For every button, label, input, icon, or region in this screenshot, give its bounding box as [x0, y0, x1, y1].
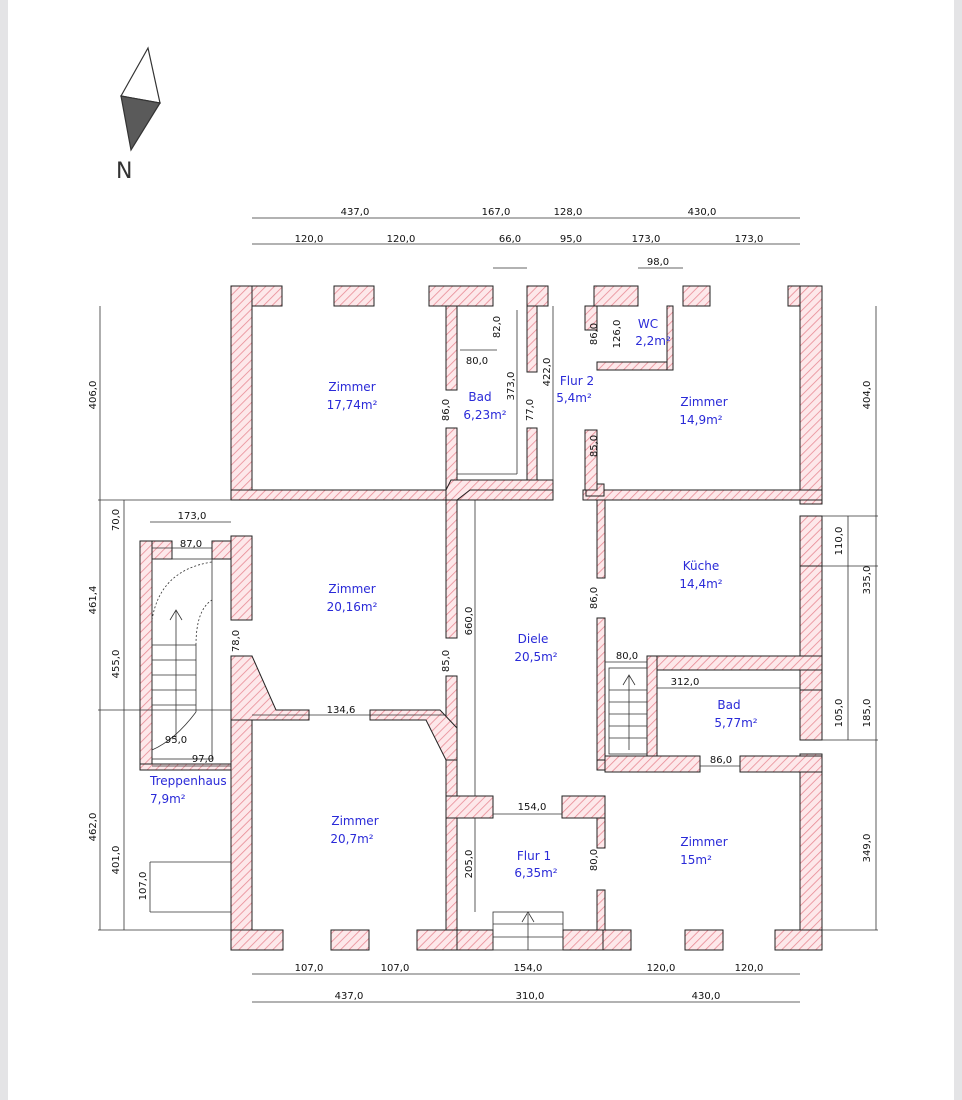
dimension-label: 173,0 [178, 511, 207, 522]
room-area: 14,4m² [679, 577, 722, 591]
room-area: 2,2m² [635, 334, 671, 348]
dimension-label: 430,0 [692, 991, 721, 1002]
dimension-label: 312,0 [671, 677, 700, 688]
room-name: WC [638, 317, 658, 331]
dimension-label: 173,0 [735, 234, 764, 245]
room-name: Flur 1 [517, 849, 551, 863]
dimension-labels: 437,0 167,0 128,0 430,0 120,0 120,0 66,0… [88, 207, 873, 1002]
room-name: Bad [468, 390, 491, 404]
room-name: Treppenhaus [149, 774, 227, 788]
viewer-frame-right [954, 0, 962, 1100]
dimension-label: 167,0 [482, 207, 511, 218]
dimension-label: 349,0 [862, 834, 873, 863]
room-area: 5,77m² [714, 716, 757, 730]
room-name: Zimmer [328, 380, 375, 394]
room-area: 6,23m² [463, 408, 506, 422]
room-name: Küche [683, 559, 719, 573]
dimension-label: 80,0 [589, 849, 600, 871]
dimension-label: 80,0 [466, 356, 488, 367]
dimension-label: 86,0 [710, 755, 732, 766]
dimension-label: 66,0 [499, 234, 521, 245]
dimension-label: 422,0 [542, 358, 553, 387]
dimension-label: 70,0 [111, 509, 122, 531]
stairs [151, 558, 648, 951]
room-area: 20,16m² [327, 600, 378, 614]
north-label: N [116, 159, 132, 184]
room-name: Zimmer [680, 395, 727, 409]
dimension-lines [98, 217, 878, 1003]
dimension-label: 461,4 [88, 586, 99, 615]
dimension-label: 154,0 [514, 963, 543, 974]
room-name: Flur 2 [560, 374, 594, 388]
dimension-label: 107,0 [295, 963, 324, 974]
dimension-label: 80,0 [616, 651, 638, 662]
dimension-label: 105,0 [834, 699, 845, 728]
room-name: Zimmer [680, 835, 727, 849]
dimension-label: 437,0 [335, 991, 364, 1002]
room-area: 20,5m² [514, 650, 557, 664]
room-name: Zimmer [331, 814, 378, 828]
dimension-label: 205,0 [464, 850, 475, 879]
dimension-label: 335,0 [862, 566, 873, 595]
dimension-label: 120,0 [735, 963, 764, 974]
dimension-label: 660,0 [464, 607, 475, 636]
dimension-label: 401,0 [111, 846, 122, 875]
room-area: 17,74m² [327, 398, 378, 412]
dimension-label: 120,0 [295, 234, 324, 245]
dimension-label: 97,0 [192, 754, 214, 765]
north-arrow: N [116, 46, 161, 184]
dimension-label: 462,0 [88, 813, 99, 842]
room-area: 15m² [680, 853, 712, 867]
walls [139, 285, 823, 951]
dimension-label: 107,0 [138, 872, 149, 901]
dimension-label: 430,0 [688, 207, 717, 218]
dimension-label: 128,0 [554, 207, 583, 218]
room-name: Bad [717, 698, 740, 712]
room-area: 5,4m² [556, 391, 592, 405]
dimension-label: 110,0 [834, 527, 845, 556]
dimension-label: 154,0 [518, 802, 547, 813]
dimension-label: 437,0 [341, 207, 370, 218]
dimension-label: 82,0 [492, 316, 503, 338]
room-name: Zimmer [328, 582, 375, 596]
viewer-frame-left [0, 0, 8, 1100]
dimension-label: 87,0 [180, 539, 202, 550]
dimension-label: 310,0 [516, 991, 545, 1002]
dimension-label: 85,0 [441, 650, 452, 672]
dimension-label: 373,0 [506, 372, 517, 401]
dimension-label: 85,0 [589, 435, 600, 457]
room-area: 20,7m² [330, 832, 373, 846]
room-area: 14,9m² [679, 413, 722, 427]
dimension-label: 120,0 [647, 963, 676, 974]
dimension-label: 107,0 [381, 963, 410, 974]
room-area: 7,9m² [150, 792, 186, 806]
dimension-label: 77,0 [525, 399, 536, 421]
room-name: Diele [518, 632, 549, 646]
dimension-label: 86,0 [589, 587, 600, 609]
dimension-label: 406,0 [88, 381, 99, 410]
dimension-label: 185,0 [862, 699, 873, 728]
dimension-label: 134,6 [327, 705, 356, 716]
dimension-label: 95,0 [165, 735, 187, 746]
dimension-label: 404,0 [862, 381, 873, 410]
room-area: 6,35m² [514, 866, 557, 880]
dimension-label: 173,0 [632, 234, 661, 245]
room-labels: Zimmer 17,74m² Bad 6,23m² Flur 2 5,4m² W… [149, 317, 758, 880]
dimension-label: 95,0 [560, 234, 582, 245]
dimension-label: 120,0 [387, 234, 416, 245]
dimension-label: 86,0 [589, 323, 600, 345]
dimension-label: 126,0 [612, 320, 623, 349]
dimension-label: 98,0 [647, 257, 669, 268]
dimension-label: 86,0 [441, 399, 452, 421]
dimension-label: 78,0 [231, 630, 242, 652]
dimension-label: 455,0 [111, 650, 122, 679]
